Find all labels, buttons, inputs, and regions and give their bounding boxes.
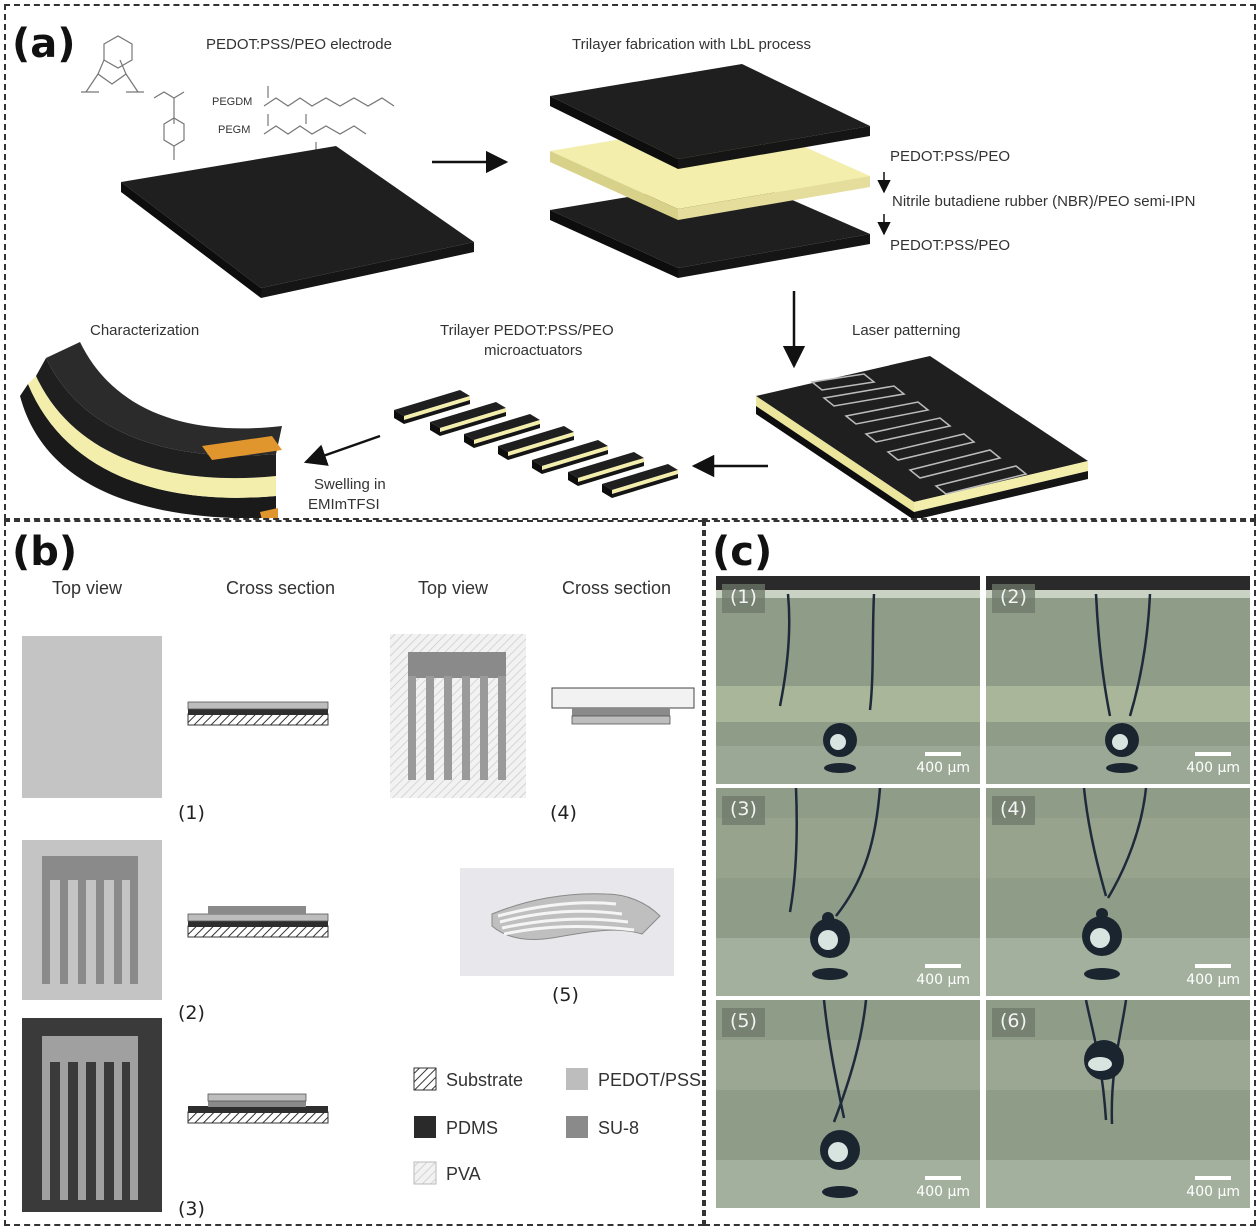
electrode-title: PEDOT:PSS/PEO electrode xyxy=(206,36,392,53)
step2-cross-section xyxy=(187,906,329,938)
frame-4-scalebar: 400 µm xyxy=(1186,964,1240,988)
trilayer-stack xyxy=(550,64,870,278)
micrograph-frame-6: (6) 400 µm xyxy=(986,1000,1250,1208)
frame-5-number: (5) xyxy=(722,1008,765,1037)
legend-su8-swatch xyxy=(566,1116,588,1138)
micrograph-frame-2: (2) 400 µm xyxy=(986,576,1250,784)
frame-3-number: (3) xyxy=(722,796,765,825)
layer-bottom-label: PEDOT:PSS/PEO xyxy=(890,237,1011,254)
frame-3-scalebar: 400 µm xyxy=(916,964,970,988)
step4-cross-section xyxy=(551,687,695,725)
electrode-sheet xyxy=(121,146,474,298)
step3-cross-section xyxy=(187,1093,329,1124)
step5-released-electrode xyxy=(460,868,674,976)
frame-2-scale-label: 400 µm xyxy=(1186,760,1240,776)
layer-top-label: PEDOT:PSS/PEO xyxy=(890,148,1011,165)
frame-5-scale-label: 400 µm xyxy=(916,1184,970,1200)
step4-label: (4) xyxy=(550,802,577,824)
frame-2-number: (2) xyxy=(992,584,1035,613)
legend-pedot-label: PEDOT/PSS xyxy=(598,1070,702,1090)
step4-top-view xyxy=(390,634,526,798)
frame-6-scale-label: 400 µm xyxy=(1186,1184,1240,1200)
top-view-header-1: Top view xyxy=(52,578,123,598)
micro-title-line2: microactuators xyxy=(484,342,583,359)
frame-4-scale-label: 400 µm xyxy=(1186,972,1240,988)
micrograph-frame-1: (1) 400 µm xyxy=(716,576,980,784)
panel-b-label: (b) xyxy=(12,529,78,575)
legend-pedot-swatch xyxy=(566,1068,588,1090)
frame-3-scale-label: 400 µm xyxy=(916,972,970,988)
micro-title-line1: Trilayer PEDOT:PSS/PEO xyxy=(440,322,614,339)
step1-top-view xyxy=(22,636,162,798)
legend-pdms-label: PDMS xyxy=(446,1118,499,1138)
step2-label: (2) xyxy=(178,1002,205,1024)
micrograph-frame-3: (3) 400 µm xyxy=(716,788,980,996)
frame-5-scalebar: 400 µm xyxy=(916,1176,970,1200)
legend-su8-label: SU-8 xyxy=(598,1118,640,1138)
panel-a-label: (a) xyxy=(12,21,76,67)
step5-label: (5) xyxy=(552,984,579,1006)
step1-label: (1) xyxy=(178,802,205,824)
panel-b: (b) Top view Cross section Top view Cros… xyxy=(4,520,704,1226)
swelling-line1: Swelling in xyxy=(314,476,386,493)
swelling-line2: EMImTFSI xyxy=(308,496,380,513)
frame-1-number: (1) xyxy=(722,584,765,613)
frame-6-number: (6) xyxy=(992,1008,1035,1037)
bent-actuator xyxy=(20,342,282,518)
step1-cross-section xyxy=(187,701,329,726)
chem-pegm-label: PEGM xyxy=(218,124,251,136)
panel-a: (a) xyxy=(4,4,1256,520)
micrograph-frame-5: (5) 400 µm xyxy=(716,1000,980,1208)
trilayer-title: Trilayer fabrication with LbL process xyxy=(572,36,811,53)
frame-4-number: (4) xyxy=(992,796,1035,825)
frame-6-scalebar: 400 µm xyxy=(1186,1176,1240,1200)
top-view-header-2: Top view xyxy=(418,578,489,598)
microactuator-strips xyxy=(394,390,678,498)
cross-section-header-1: Cross section xyxy=(226,578,336,598)
panel-c: (c) (1) 400 µm xyxy=(704,520,1256,1226)
frame-1-scalebar: 400 µm xyxy=(916,752,970,776)
legend-substrate-swatch xyxy=(413,1067,437,1091)
chemical-structures xyxy=(81,35,395,160)
layer-mid-label: Nitrile butadiene rubber (NBR)/PEO semi-… xyxy=(892,193,1196,210)
frame-1-scale-label: 400 µm xyxy=(916,760,970,776)
step2-top-view xyxy=(22,840,162,1000)
legend-substrate-label: Substrate xyxy=(446,1070,524,1090)
laser-patterned-stack xyxy=(756,356,1088,518)
laser-title: Laser patterning xyxy=(852,322,961,339)
step3-top-view xyxy=(22,1018,162,1212)
step3-label: (3) xyxy=(178,1198,205,1220)
legend-pdms-swatch xyxy=(414,1116,436,1138)
characterization-title: Characterization xyxy=(90,322,200,339)
chem-pegdm-label: PEGDM xyxy=(212,96,253,108)
legend-pva-swatch xyxy=(413,1161,437,1185)
legend-pva-label: PVA xyxy=(446,1164,481,1184)
micrograph-frame-4: (4) 400 µm xyxy=(986,788,1250,996)
cross-section-header-2: Cross section xyxy=(562,578,672,598)
panel-a-drawing xyxy=(20,35,1088,518)
panel-c-label: (c) xyxy=(712,529,773,575)
panel-b-drawing xyxy=(22,634,695,1212)
frame-2-scalebar: 400 µm xyxy=(1186,752,1240,776)
